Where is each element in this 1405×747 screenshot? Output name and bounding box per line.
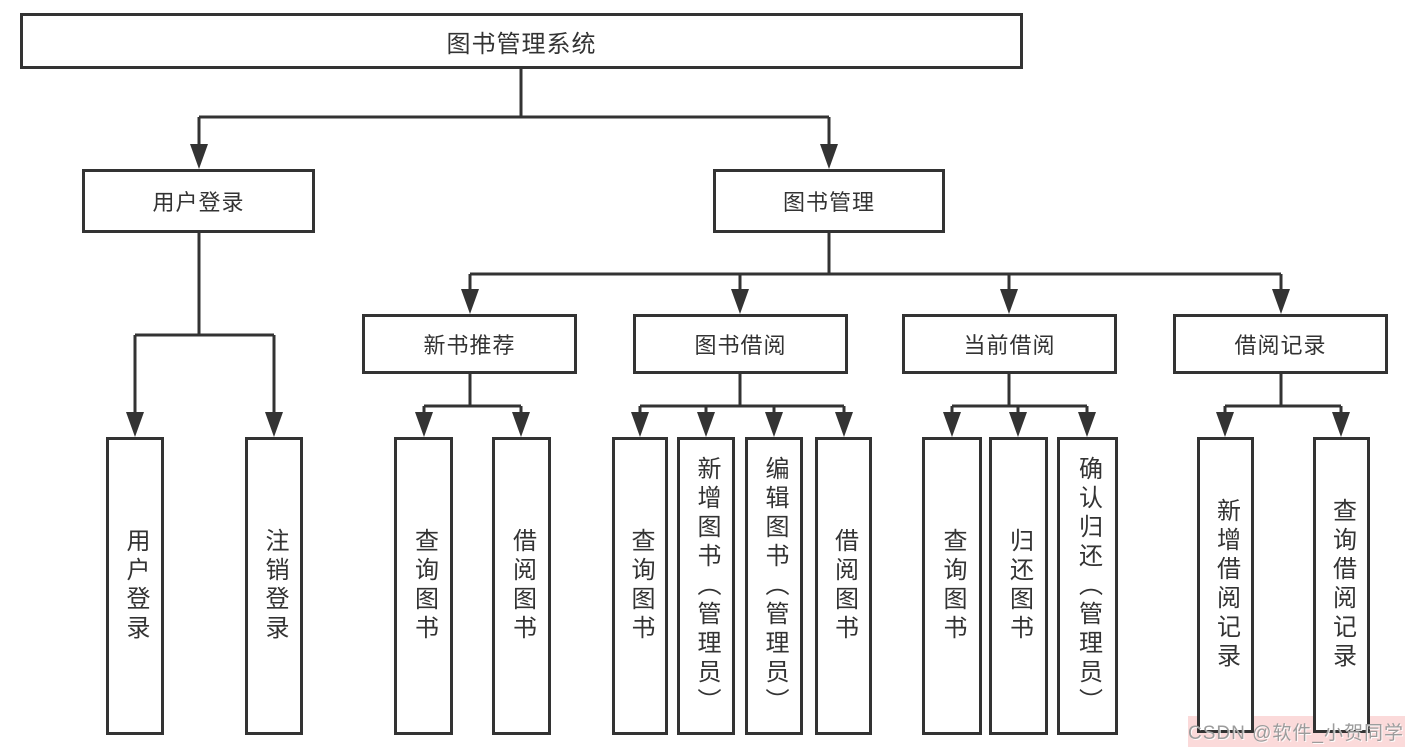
node-label: 查询图书 [410, 528, 438, 644]
arrowhead-icon [820, 144, 838, 169]
node-label: 查询图书 [627, 528, 654, 644]
leaf-query-books-recommend: 查询图书 [394, 437, 453, 735]
node-label: 借阅图书 [830, 528, 858, 644]
arrowhead-icon [943, 412, 961, 437]
node-label: 注销登录 [261, 528, 288, 644]
leaf-edit-book-admin: 编辑图书（管理员） [745, 437, 803, 735]
node-label: 借阅记录 [1234, 333, 1327, 358]
leaf-query-borrow-record: 查询借阅记录 [1313, 437, 1370, 733]
node-borrow-record: 借阅记录 [1173, 314, 1388, 374]
arrowhead-icon [512, 412, 530, 437]
arrowhead-icon [265, 412, 283, 437]
leaf-query-books-current: 查询图书 [922, 437, 982, 735]
node-label: 查询图书 [939, 528, 966, 644]
node-root: 图书管理系统 [20, 13, 1023, 69]
node-book-borrow: 图书借阅 [633, 314, 848, 374]
node-label: 用户登录 [122, 528, 149, 644]
node-label: 用户登录 [152, 190, 245, 215]
arrowhead-icon [697, 412, 715, 437]
arrowhead-icon [631, 412, 649, 437]
leaf-add-book-admin: 新增图书（管理员） [677, 437, 735, 735]
leaf-confirm-return-admin: 确认归还（管理员） [1057, 437, 1118, 735]
node-label: 确认归还（管理员） [1074, 455, 1102, 717]
node-label: 借阅图书 [508, 528, 536, 644]
node-label: 图书管理 [782, 190, 875, 215]
arrowhead-icon [765, 412, 783, 437]
arrowhead-icon [1216, 412, 1234, 437]
arrowhead-icon [1078, 412, 1096, 437]
leaf-return-book: 归还图书 [989, 437, 1048, 735]
node-label: 查询借阅记录 [1328, 498, 1356, 672]
node-label: 编辑图书（管理员） [761, 455, 788, 717]
leaf-add-borrow-record: 新增借阅记录 [1197, 437, 1254, 733]
arrowhead-icon [731, 289, 749, 314]
arrowhead-icon [835, 412, 853, 437]
node-current-borrow: 当前借阅 [902, 314, 1117, 374]
leaf-borrow-books-borrow: 借阅图书 [815, 437, 872, 735]
leaf-query-books-borrow: 查询图书 [612, 437, 668, 735]
arrowhead-icon [190, 144, 208, 169]
arrowhead-icon [415, 412, 433, 437]
leaf-user-login: 用户登录 [106, 437, 164, 735]
node-label: 归还图书 [1005, 528, 1033, 644]
node-label: 新增图书（管理员） [693, 455, 720, 717]
arrowhead-icon [126, 412, 144, 437]
leaf-borrow-books-recommend: 借阅图书 [492, 437, 551, 735]
arrowhead-icon [1332, 412, 1350, 437]
arrowhead-icon [1000, 289, 1018, 314]
node-label: 图书管理系统 [446, 30, 597, 58]
node-new-book-recommend: 新书推荐 [362, 314, 577, 374]
leaf-logout: 注销登录 [245, 437, 303, 735]
node-label: 新增借阅记录 [1212, 498, 1240, 672]
watermark-text: CSDN @软件_小贺同学 [1188, 723, 1404, 744]
arrowhead-icon [1272, 289, 1290, 314]
node-label: 当前借阅 [963, 333, 1056, 358]
node-label: 新书推荐 [423, 333, 516, 358]
arrowhead-icon [461, 289, 479, 314]
node-user-login: 用户登录 [82, 169, 315, 233]
node-book-management: 图书管理 [713, 169, 945, 233]
arrowhead-icon [1009, 412, 1027, 437]
node-label: 图书借阅 [694, 333, 787, 358]
